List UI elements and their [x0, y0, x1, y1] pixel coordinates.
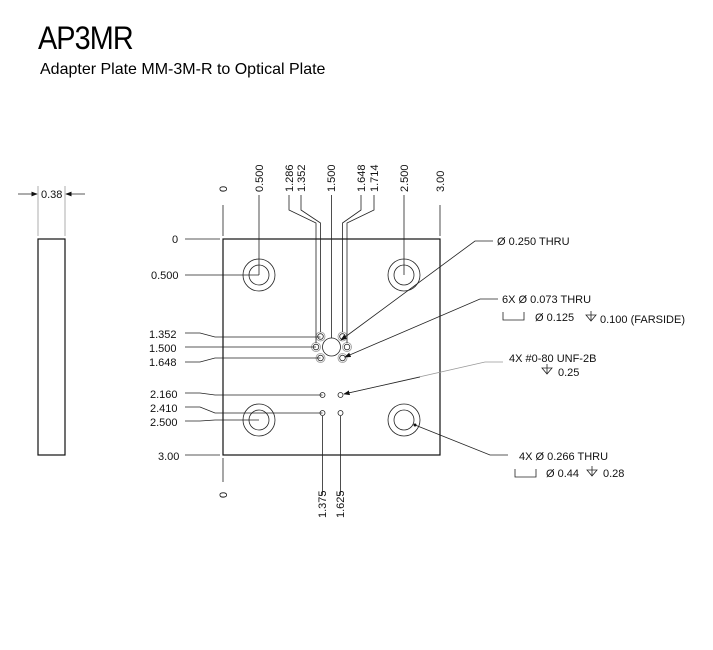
callout-text: 0.25 — [558, 367, 579, 379]
left-dim-label: 0.500 — [151, 270, 179, 282]
callout-text: Ø 0.44 — [546, 468, 579, 480]
callout-text: 0.28 — [603, 468, 624, 480]
callout-mount-holes: 4X Ø 0.266 THRU Ø 0.44 0.28 — [413, 423, 624, 480]
callout-text: 0.100 (FARSIDE) — [600, 314, 685, 326]
left-dim-label: 2.500 — [150, 417, 178, 429]
left-dim-label: 3.00 — [158, 451, 179, 463]
top-dim-label: 0.500 — [254, 164, 266, 192]
top-ordinate-dimensions: 0 0.500 1.286 1.352 1.500 1.648 1.714 2.… — [218, 164, 447, 343]
top-dim-label: 1.500 — [326, 164, 338, 192]
bottom-dim-label: 1.625 — [335, 490, 347, 518]
callout-small-holes: 6X Ø 0.073 THRU Ø 0.125 0.100 (FARSIDE) — [344, 294, 685, 358]
callout-tapped-holes: 4X #0-80 UNF-2B 0.25 — [343, 353, 596, 396]
top-dim-label: 1.352 — [296, 164, 308, 192]
top-dim-label: 2.500 — [399, 164, 411, 192]
depth-symbol — [586, 466, 598, 477]
bottom-ordinate-dimensions: 0 1.375 1.625 — [218, 416, 347, 518]
callout-text: 4X #0-80 UNF-2B — [509, 353, 596, 365]
left-dim-label: 0 — [172, 234, 178, 246]
counterbore-symbol — [502, 312, 525, 321]
left-dim-label: 1.648 — [149, 357, 177, 369]
left-ordinate-dimensions: 0 0.500 1.352 1.500 1.648 2.160 2.410 2.… — [149, 234, 323, 463]
callout-text: 4X Ø 0.266 THRU — [519, 451, 608, 463]
side-view-outline — [37, 238, 66, 456]
part-description: Adapter Plate MM-3M-R to Optical Plate — [40, 61, 326, 78]
callout-center-hole: Ø 0.250 THRU — [340, 236, 570, 341]
thickness-dimension: 0.38 — [41, 189, 62, 201]
side-view: 0.38 — [18, 186, 85, 456]
left-dim-label: 1.352 — [149, 329, 177, 341]
top-dim-label: 0 — [218, 186, 230, 192]
top-dim-label: 1.286 — [284, 164, 296, 192]
part-number-title: AP3MR — [38, 20, 134, 56]
counterbore-symbol — [514, 469, 537, 478]
bottom-dim-label: 1.375 — [317, 490, 329, 518]
depth-symbol — [541, 364, 553, 375]
depth-symbol — [585, 311, 597, 322]
top-dim-label: 1.714 — [369, 164, 381, 192]
callout-text: 6X Ø 0.073 THRU — [502, 294, 591, 306]
callout-text: Ø 0.125 — [535, 312, 574, 324]
left-dim-label: 2.160 — [150, 389, 178, 401]
top-dim-label: 3.00 — [435, 171, 447, 192]
tapped-holes — [319, 392, 344, 416]
bottom-dim-label: 0 — [218, 492, 230, 498]
left-dim-label: 2.410 — [150, 403, 178, 415]
center-hole — [322, 337, 341, 357]
left-dim-label: 1.500 — [149, 343, 177, 355]
counterbore-hole — [387, 403, 421, 437]
callout-text: Ø 0.250 THRU — [497, 236, 570, 248]
top-dim-label: 1.648 — [356, 164, 368, 192]
